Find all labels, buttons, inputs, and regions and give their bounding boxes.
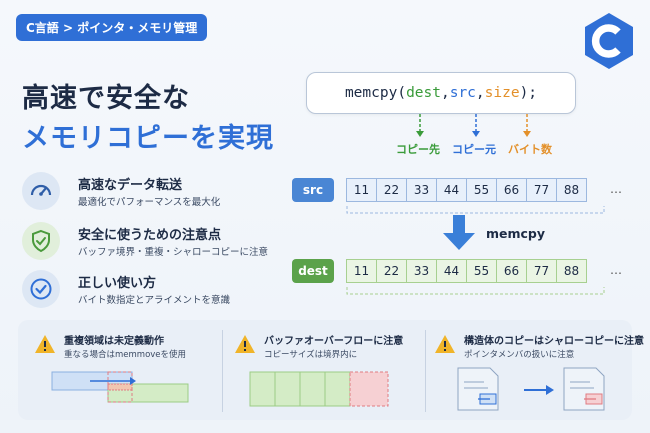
src-cell: 77 [526,178,557,202]
shallow-copy-diagram [457,367,605,411]
code-open: ( [397,85,407,101]
src-cell: 66 [496,178,527,202]
src-cell: 55 [466,178,497,202]
page-title-line2: メモリコピーを実現 [22,123,274,154]
code-arg-src: src [449,85,476,101]
check-circle-icon [22,270,60,308]
memcpy-signature: memcpy(dest, src, size); [306,72,576,114]
c-language-logo [585,13,633,69]
feature-title: 安全に使うための注意点 [78,228,222,243]
dest-cell: 55 [466,259,497,283]
dest-row-label: dest [292,259,334,283]
src-ellipsis: … [610,182,623,196]
src-cell: 44 [436,178,467,202]
code-arg-size: size [484,85,520,101]
dest-cell: 88 [556,259,587,283]
feature-desc: バッファ境界・重複・シャローコピーに注意 [78,247,269,258]
feature-desc: 最適化でパフォーマンスを最大化 [78,197,221,208]
dest-cell: 77 [526,259,557,283]
overflow-diagram [249,371,389,407]
speedometer-icon [22,172,60,210]
feature-safe: 安全に使うための注意点 バッファ境界・重複・シャローコピーに注意 [22,222,292,262]
warning-desc: コピーサイズは境界内に [264,350,358,360]
warning-title: 重複領域は未定義動作 [64,336,164,347]
feature-title: 正しい使い方 [78,276,157,291]
src-cell: 88 [556,178,587,202]
src-cell: 11 [346,178,377,202]
label-src: コピー元 [452,143,496,156]
code-sep1: , [440,85,450,101]
warning-overflow: バッファオーバーフローに注意 コピーサイズは境界内に [234,332,419,412]
feature-correct: 正しい使い方 バイト数指定とアライメントを意識 [22,270,292,310]
warning-shallow-copy: 構造体のコピーはシャローコピーに注意 ポインタメンバの扱いに注意 [434,332,644,412]
feature-desc: バイト数指定とアライメントを意識 [78,295,231,306]
warning-title: バッファオーバーフローに注意 [264,336,404,347]
warning-desc: 重なる場合はmemmoveを使用 [64,350,187,360]
divider [222,330,223,412]
warning-overlap: 重複領域は未定義動作 重なる場合はmemmoveを使用 [34,332,214,412]
feature-fast: 高速なデータ転送 最適化でパフォーマンスを最大化 [22,172,292,212]
dest-cell: 22 [376,259,407,283]
warning-title: 構造体のコピーはシャローコピーに注意 [464,336,644,347]
label-dest: コピー先 [396,143,440,156]
dest-cell: 66 [496,259,527,283]
dest-cell: 44 [436,259,467,283]
label-size: バイト数 [508,143,552,156]
warning-icon [235,335,255,353]
warning-desc: ポインタメンバの扱いに注意 [464,350,575,360]
code-sep2: , [475,85,485,101]
shield-check-icon [22,222,60,260]
code-arg-dest: dest [406,85,441,101]
breadcrumb-tag: C言語 > ポインタ・メモリ管理 [16,14,208,41]
dest-cell: 33 [406,259,437,283]
src-cell: 33 [406,178,437,202]
warning-icon [435,335,455,353]
divider [425,330,426,412]
warning-icon [35,335,55,353]
memcpy-arrow-label: memcpy [486,226,546,241]
code-func: memcpy [344,85,398,101]
code-close: ); [519,85,538,101]
feature-title: 高速なデータ転送 [78,178,183,193]
src-cell: 22 [376,178,407,202]
src-row-label: src [292,178,334,202]
page-title-line1: 高速で安全な [22,83,190,114]
overlap-diagram [51,371,189,403]
dest-cell: 11 [346,259,377,283]
dest-ellipsis: … [610,263,623,277]
